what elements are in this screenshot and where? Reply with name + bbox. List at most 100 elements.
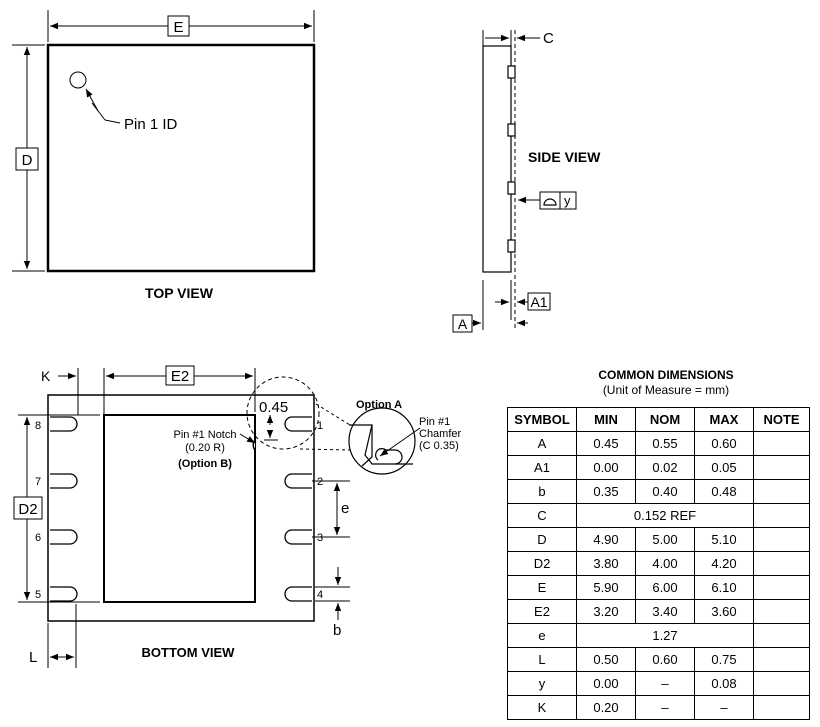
pad-8 xyxy=(50,416,78,432)
flatness-icon xyxy=(543,198,557,206)
header-symbol: SYMBOL xyxy=(507,407,577,432)
cell-nom: 0.40 xyxy=(635,479,695,504)
exposed-pad xyxy=(103,414,256,603)
cell-max: 0.05 xyxy=(694,455,754,480)
top-view: E D Pin 1 ID TOP VIEW xyxy=(12,10,316,301)
cell-note xyxy=(753,455,810,480)
cell-symbol: A xyxy=(507,431,577,456)
pin-number: 2 xyxy=(317,476,323,488)
cell-note xyxy=(753,623,810,648)
dim-e2-label: E2 xyxy=(171,368,189,385)
chamfer-label-line1: Pin #1 xyxy=(419,416,450,428)
top-view-title: TOP VIEW xyxy=(145,285,214,301)
header-min: MIN xyxy=(576,407,636,432)
dim-d2-label: D2 xyxy=(18,501,37,518)
cell-value: 1.27 xyxy=(576,623,754,648)
pin-number: 8 xyxy=(35,420,41,432)
table-title-block: COMMON DIMENSIONS (Unit of Measure = mm) xyxy=(507,368,820,398)
pin-number: 1 xyxy=(317,420,323,432)
pin-number: 6 xyxy=(35,532,41,544)
pin1-id-label: Pin 1 ID xyxy=(124,116,178,133)
side-lead xyxy=(507,123,516,137)
cell-note xyxy=(753,431,810,456)
cell-nom: 3.40 xyxy=(635,599,695,624)
pad-1 xyxy=(284,416,312,432)
dim-l-label: L xyxy=(29,649,37,666)
cell-note xyxy=(753,527,810,552)
cell-max: 0.08 xyxy=(694,671,754,696)
cell-symbol: A1 xyxy=(507,455,577,480)
pad-3 xyxy=(284,529,312,545)
side-lead xyxy=(507,239,516,253)
cell-note xyxy=(753,479,810,504)
top-view-body xyxy=(46,43,316,273)
cell-min: 3.80 xyxy=(576,551,636,576)
bottom-view: 8 7 6 5 1 2 3 4 K E2 D2 e b xyxy=(13,365,462,668)
dim-a1-label: A1 xyxy=(530,294,547,310)
header-note: NOTE xyxy=(753,407,810,432)
cell-note xyxy=(753,695,810,720)
flatness-label: y xyxy=(564,193,571,208)
cell-max: 5.10 xyxy=(694,527,754,552)
cell-symbol: e xyxy=(507,623,577,648)
table-header-row: SYMBOL MIN NOM MAX NOTE xyxy=(507,407,810,432)
pad-2 xyxy=(284,473,312,489)
cell-min: 4.90 xyxy=(576,527,636,552)
side-view-body xyxy=(482,45,512,273)
cell-min: 0.20 xyxy=(576,695,636,720)
cell-max: 6.10 xyxy=(694,575,754,600)
table-subtitle: (Unit of Measure = mm) xyxy=(602,383,730,397)
cell-symbol: y xyxy=(507,671,577,696)
bottom-view-title: BOTTOM VIEW xyxy=(142,645,236,660)
cell-symbol: b xyxy=(507,479,577,504)
pin-number: 5 xyxy=(35,589,41,601)
dim-c-label: C xyxy=(543,30,554,47)
pin1-id-marker xyxy=(69,71,87,89)
chamfer-label-line2: Chamfer xyxy=(419,428,462,440)
cell-note xyxy=(753,599,810,624)
pin-number: 3 xyxy=(317,532,323,544)
cell-min: 0.45 xyxy=(576,431,636,456)
cell-min: 0.00 xyxy=(576,455,636,480)
header-max: MAX xyxy=(694,407,754,432)
option-a-label: Option A xyxy=(356,399,402,411)
cell-nom: – xyxy=(635,671,695,696)
cell-max: 3.60 xyxy=(694,599,754,624)
cell-nom: 5.00 xyxy=(635,527,695,552)
notch-label-line2: (0.20 R) xyxy=(185,442,225,454)
cell-nom: 4.00 xyxy=(635,551,695,576)
cell-note xyxy=(753,671,810,696)
cell-symbol: L xyxy=(507,647,577,672)
cell-max: 4.20 xyxy=(694,551,754,576)
table-title: COMMON DIMENSIONS xyxy=(598,368,734,382)
cell-symbol: E2 xyxy=(507,599,577,624)
dim-k-label: K xyxy=(41,368,51,384)
pin-number: 7 xyxy=(35,476,41,488)
cell-symbol: D xyxy=(507,527,577,552)
cell-note xyxy=(753,503,810,528)
pin-number: 4 xyxy=(317,589,323,601)
cell-nom: 0.02 xyxy=(635,455,695,480)
cell-note xyxy=(753,647,810,672)
cell-value: 0.152 REF xyxy=(576,503,754,528)
dim-b-label: b xyxy=(333,622,341,639)
cell-max: 0.75 xyxy=(694,647,754,672)
notch-label-line1: Pin #1 Notch xyxy=(174,429,237,441)
cell-max: – xyxy=(694,695,754,720)
cell-nom: 6.00 xyxy=(635,575,695,600)
cell-symbol: D2 xyxy=(507,551,577,576)
dim-d-label: D xyxy=(22,152,33,169)
